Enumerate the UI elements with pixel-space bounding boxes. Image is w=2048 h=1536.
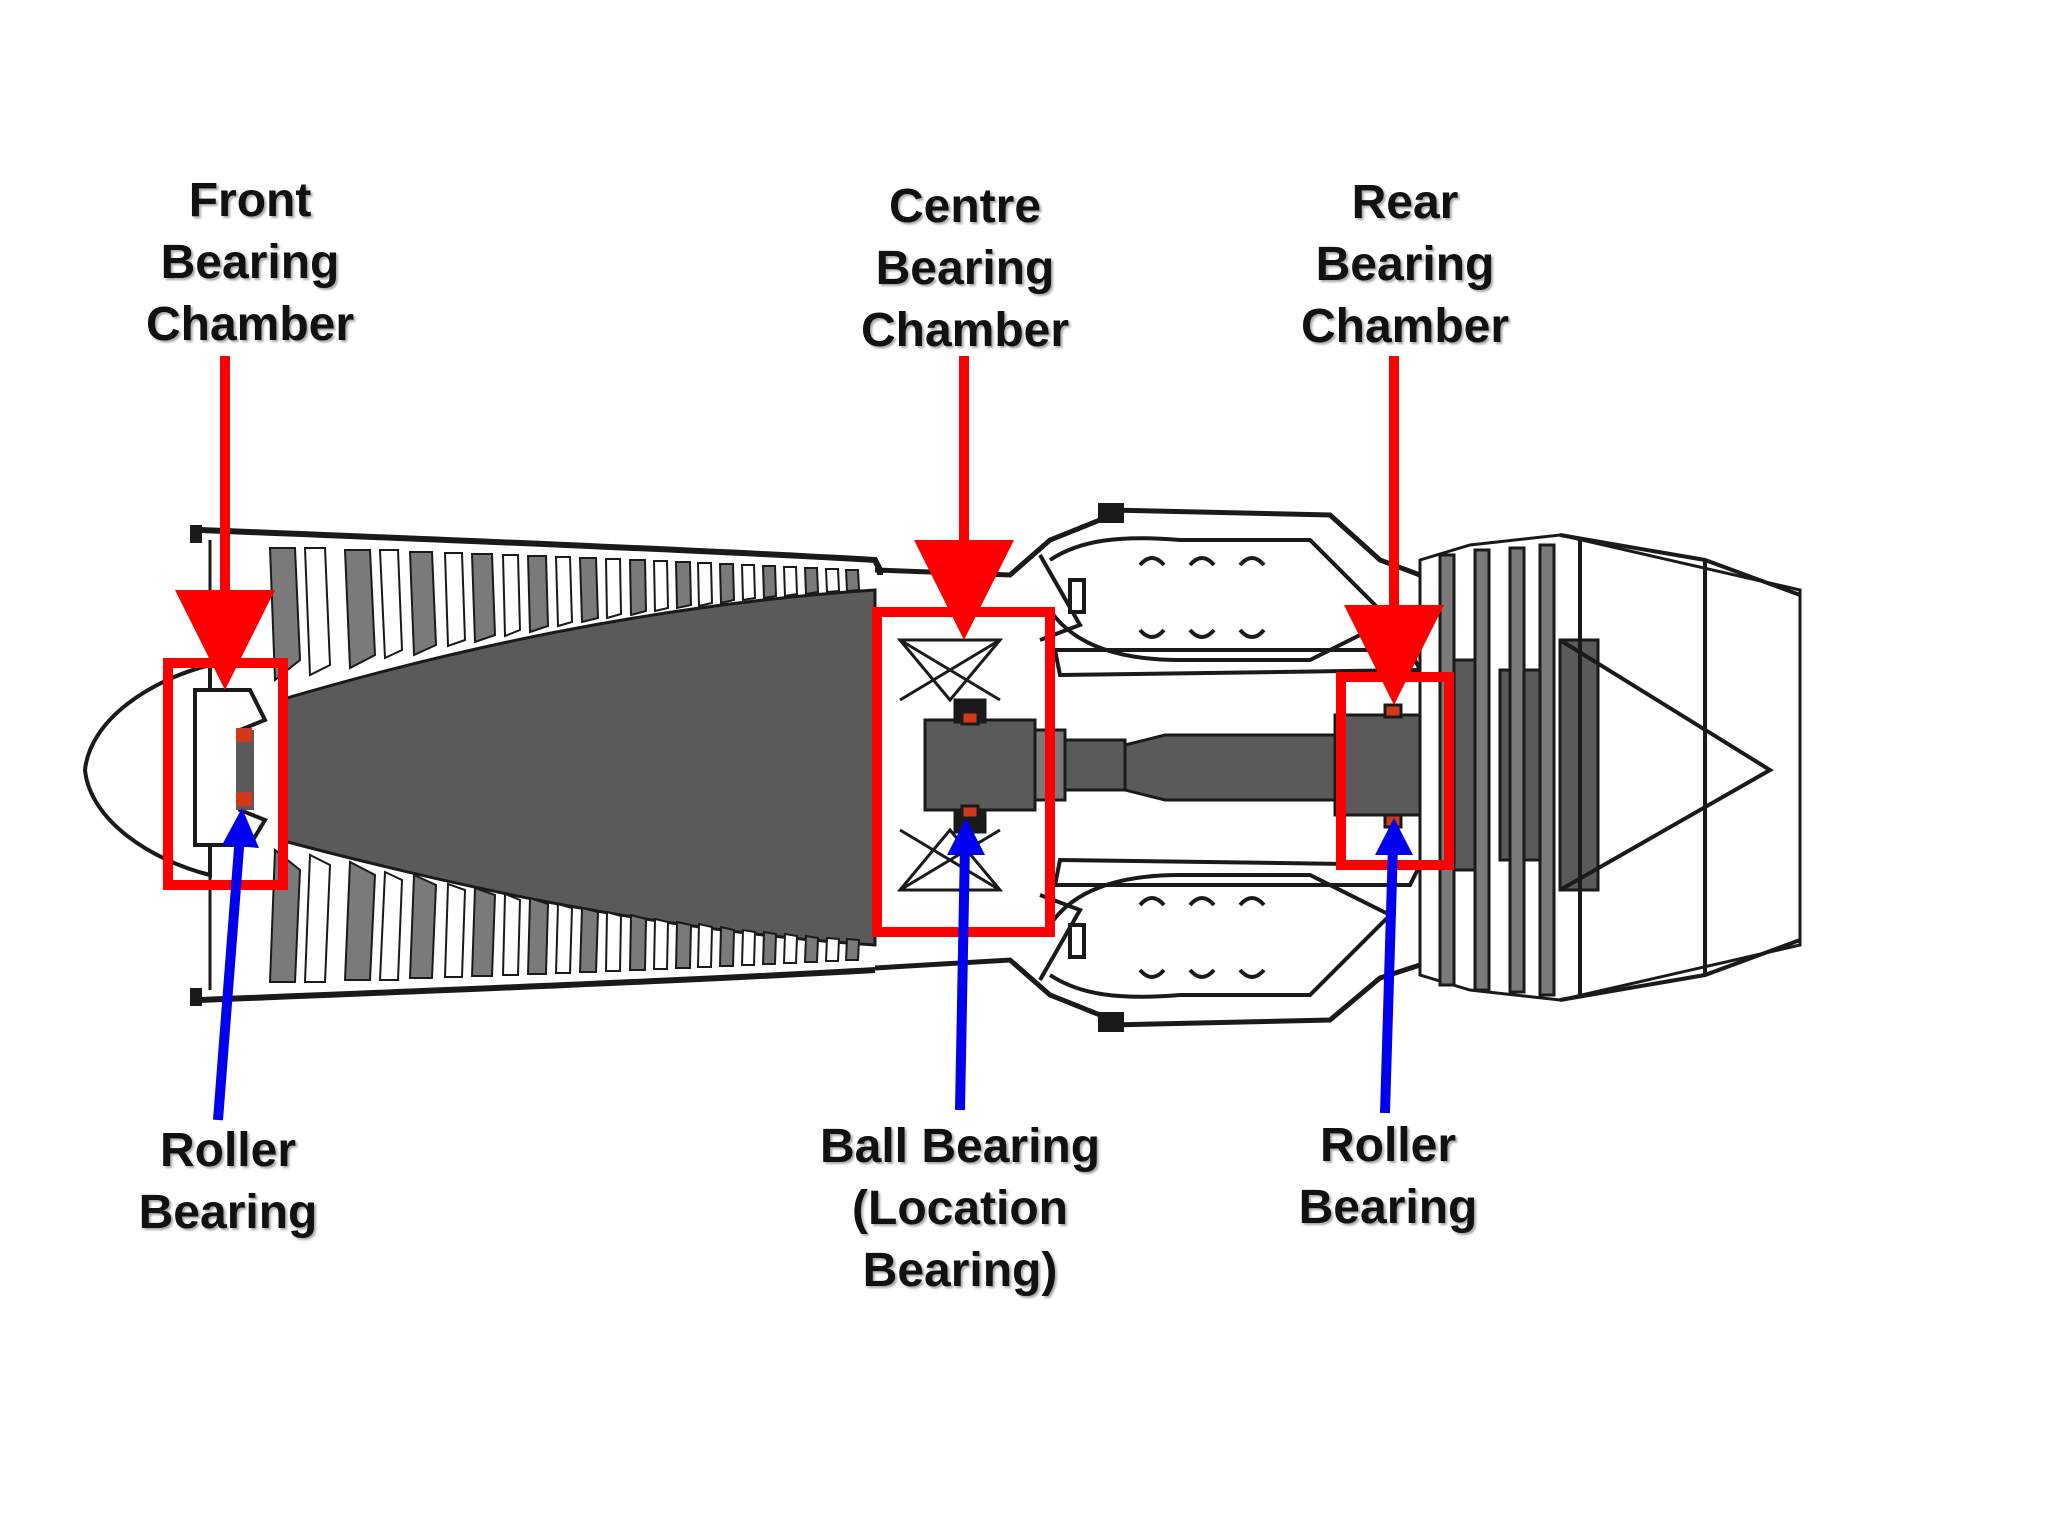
bearing-arrows — [213, 808, 1413, 1121]
centre-bearing-chamber-label: Centre Bearing Chamber — [861, 176, 1069, 362]
rear-roller-pad-top — [1383, 703, 1403, 719]
label-line: Chamber — [860, 304, 1070, 357]
label-line: Ball Bearing — [819, 1120, 1101, 1173]
label-line: Bearing — [1315, 238, 1495, 291]
ball-bearing-pad-bottom — [960, 804, 980, 820]
compressor-casing-bottom — [195, 967, 876, 1003]
label-line: Rear — [1351, 176, 1459, 229]
label-line: Bearing) — [862, 1244, 1058, 1297]
rear-roller-bearing-label: Roller Bearing — [1299, 1115, 1478, 1239]
label-line: Bearing — [138, 1186, 318, 1239]
compressor-blades-top — [268, 547, 861, 683]
rear-roller-arrow-head — [1375, 818, 1413, 855]
front-roller-pad-bottom — [236, 792, 252, 806]
engine-body — [82, 503, 1802, 1032]
front-bearing-chamber-label: Front Bearing Chamber — [146, 170, 354, 356]
label-line: Front — [188, 174, 312, 227]
rear-roller-arrow-line — [1380, 844, 1398, 1114]
label-line: Chamber — [1300, 300, 1510, 353]
rear-bearing-chamber-label: Rear Bearing Chamber — [1301, 172, 1509, 358]
label-line: Bearing — [1298, 1181, 1478, 1234]
ball-bearing-arrow-line — [955, 844, 970, 1111]
nose-cone — [82, 662, 212, 878]
front-roller-arrow-line — [213, 834, 245, 1121]
ball-bearing-arrow-head — [947, 818, 985, 855]
main-shaft — [923, 713, 1447, 817]
front-bearing-housing — [193, 688, 268, 847]
combustion-chamber-bottom — [1038, 857, 1424, 1032]
label-line: Bearing — [160, 236, 340, 289]
compressor-blades-bottom — [268, 847, 861, 983]
label-line: Centre — [888, 180, 1042, 233]
combustion-chamber-top — [1038, 503, 1424, 678]
ball-bearing-pad-top — [960, 710, 980, 726]
compressor-casing-top — [195, 527, 883, 575]
ball-location-bearing-label: Ball Bearing (Location Bearing) — [820, 1116, 1100, 1302]
front-roller-pad-top — [236, 728, 252, 742]
front-roller-bearing-label: Roller Bearing — [139, 1120, 318, 1244]
label-line: Chamber — [145, 298, 355, 351]
exhaust-section — [1558, 533, 1801, 1002]
front-roller-arrow-head — [222, 808, 259, 848]
label-line: Roller — [1319, 1119, 1457, 1172]
label-line: (Location — [852, 1182, 1068, 1235]
label-line: Bearing — [875, 242, 1055, 295]
label-line: Roller — [159, 1124, 297, 1177]
compressor-drum — [278, 588, 877, 947]
